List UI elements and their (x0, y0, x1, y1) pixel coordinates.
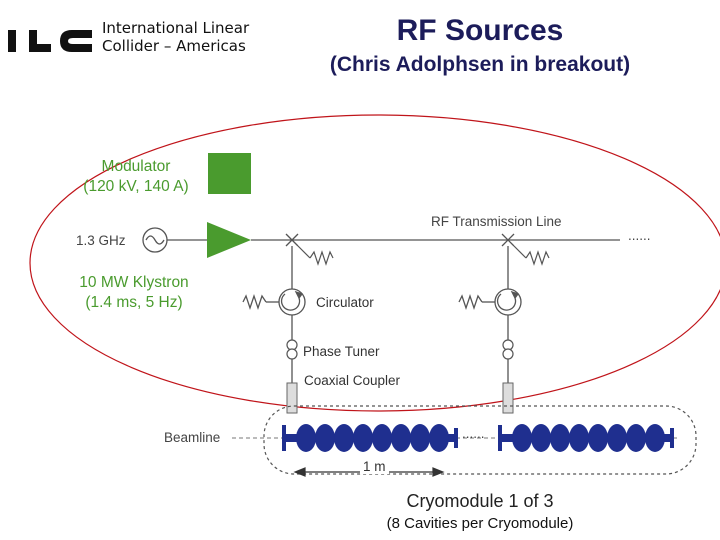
scale-label: 1 m (360, 459, 389, 474)
cavity-string-2 (498, 424, 674, 452)
modulator-block (208, 153, 251, 194)
phase-tuner-label: Phase Tuner (303, 344, 380, 359)
load-resistor-2 (513, 245, 550, 266)
klystron-label: 10 MW Klystron (1.4 ms, 5 Hz) (79, 274, 189, 311)
load-resistor-1 (297, 245, 334, 266)
circulator-label: Circulator (316, 295, 374, 310)
cavity-string-1 (282, 424, 458, 452)
klystron-triangle (207, 222, 251, 258)
coaxial-coupler-1 (286, 382, 298, 414)
page-subtitle: (Chris Adolphsen in breakout) (329, 53, 631, 76)
cavities-caption: (8 Cavities per Cryomodule) (386, 515, 574, 532)
beamline-label: Beamline (164, 430, 221, 445)
hybrid-coupler-1 (285, 233, 299, 247)
frequency-label: 1.3 GHz (76, 233, 126, 248)
beamline-continuation: ...... (462, 426, 485, 441)
rf-line-continuation: ...... (628, 228, 651, 243)
coaxial-coupler-2 (502, 382, 514, 414)
ilc-logo (8, 30, 92, 52)
rf-transmission-line-label: RF Transmission Line (431, 214, 562, 229)
circulator-1 (242, 288, 306, 316)
modulator-label: Modulator (120 kV, 140 A) (83, 158, 189, 195)
phase-tuner-1 (286, 339, 298, 360)
page-title: RF Sources (396, 14, 564, 47)
organization-name: International Linear Collider – Americas (102, 19, 250, 55)
highlight-ellipse (29, 114, 720, 412)
coaxial-coupler-label: Coaxial Coupler (304, 373, 401, 388)
hybrid-coupler-2 (501, 233, 515, 247)
circulator-2 (458, 288, 522, 316)
cryomodule-caption: Cryomodule 1 of 3 (406, 491, 554, 511)
oscillator-icon (142, 227, 168, 253)
phase-tuner-2 (502, 339, 514, 360)
cryomodule-outline (263, 405, 697, 475)
